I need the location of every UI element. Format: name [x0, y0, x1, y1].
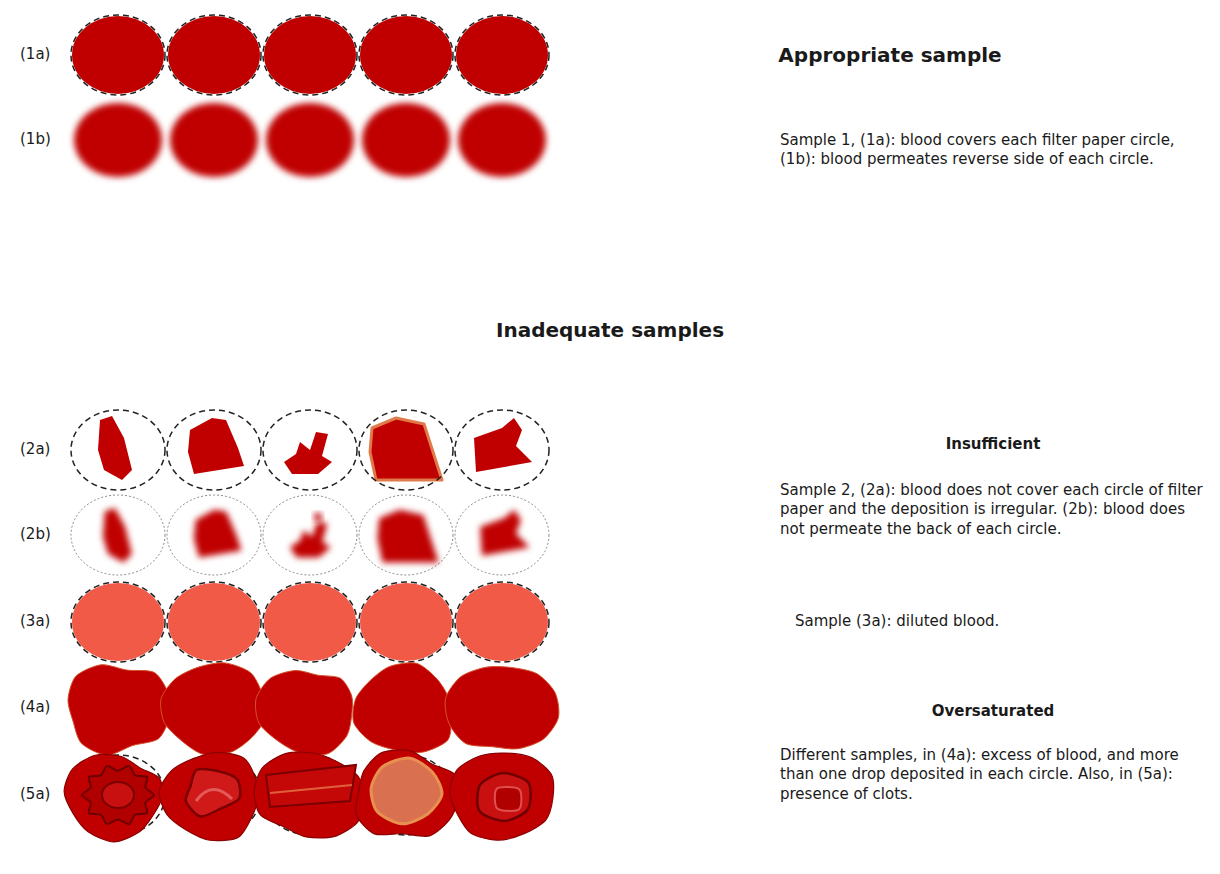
row-label: (2a) — [20, 440, 50, 460]
row-4a-spots — [68, 663, 559, 755]
blood-spot-reverse-irregular — [377, 510, 438, 563]
filter-circle-outline — [455, 582, 549, 662]
row-label: (5a) — [20, 785, 50, 805]
filter-circle-outline — [167, 410, 261, 490]
diluted-spot — [264, 583, 356, 661]
blood-speck — [314, 513, 322, 521]
blood-spot-irregular — [188, 418, 244, 474]
diluted-spot — [168, 583, 260, 661]
clot-inner — [495, 787, 522, 811]
blood-spot — [168, 16, 260, 94]
description-text: Different samples, in (4a): excess of bl… — [780, 746, 1205, 805]
filter-circle-outline — [263, 410, 357, 490]
filter-circle-outline — [455, 410, 549, 490]
blood-spot-irregular — [284, 432, 332, 474]
row-2b-spots — [71, 495, 549, 575]
blood-spot — [72, 16, 164, 94]
filter-circle-outline — [263, 15, 357, 95]
clot-ruffle — [82, 766, 154, 824]
blood-spot-reverse — [74, 103, 162, 177]
row-1a-spots — [71, 15, 549, 95]
blood-spot-reverse-irregular — [480, 510, 529, 556]
filter-circle-outline — [71, 582, 165, 662]
row-label: (4a) — [20, 698, 50, 718]
clot-highlight — [196, 789, 232, 801]
section-heading: Appropriate sample — [778, 42, 1001, 68]
diluted-spot — [72, 583, 164, 661]
description-text: Sample 1, (1a): blood covers each filter… — [780, 131, 1205, 170]
filter-circle-outline — [167, 15, 261, 95]
row-3a-spots — [71, 582, 549, 662]
filter-circle-outline — [359, 410, 453, 490]
diluted-spot — [360, 583, 452, 661]
row-label: (2b) — [20, 525, 51, 545]
filter-circle-outline — [71, 410, 165, 490]
blood-spot-reverse-irregular — [194, 510, 242, 558]
filter-circle-outline — [455, 15, 549, 95]
blood-spot-reverse — [266, 103, 354, 177]
filter-circle-outline — [71, 15, 165, 95]
clot-edge — [270, 785, 352, 793]
blood-spot-reverse-irregular — [290, 522, 331, 558]
blood-spot-irregular — [370, 418, 442, 480]
clot-layer — [266, 765, 356, 807]
clot-base — [254, 752, 366, 838]
group-heading: Insufficient — [946, 435, 1041, 455]
blood-spot — [264, 16, 356, 94]
clot-base — [159, 752, 258, 840]
filter-circle-outline — [263, 495, 357, 575]
filter-circle-outline — [359, 582, 453, 662]
description-text: Sample (3a): diluted blood. — [795, 612, 1205, 632]
filter-circle-outline — [359, 15, 453, 95]
clot-core — [102, 782, 134, 808]
blood-spot-irregular — [474, 418, 532, 472]
diluted-spot — [456, 583, 548, 661]
description-text: Sample 2, (2a): blood does not cover eac… — [780, 481, 1205, 540]
filter-circle-outline — [167, 495, 261, 575]
row-label: (1a) — [20, 45, 50, 65]
row-label: (1b) — [20, 130, 51, 150]
filter-circle-outline — [359, 495, 453, 575]
filter-circle-outline — [263, 582, 357, 662]
blood-spot — [456, 16, 548, 94]
row-1b-spots — [74, 103, 546, 177]
group-heading: Oversaturated — [932, 702, 1055, 722]
clot-base — [64, 754, 162, 841]
clot-base — [450, 753, 554, 840]
row-label: (3a) — [20, 612, 50, 632]
filter-circle-outline — [167, 582, 261, 662]
clot-block — [477, 773, 530, 821]
oversaturated-spot — [353, 663, 451, 753]
blood-spot-irregular — [98, 416, 132, 480]
oversaturated-spot — [255, 670, 352, 754]
blood-spot-reverse — [170, 103, 258, 177]
clot-fold — [186, 769, 241, 816]
filter-circle-outline — [71, 495, 165, 575]
oversaturated-spot — [445, 667, 559, 749]
clot-serum — [371, 758, 442, 824]
row-5a-spots — [64, 750, 553, 842]
blood-spot-reverse — [458, 103, 546, 177]
blood-spot-reverse-irregular — [103, 508, 132, 562]
blood-spot — [360, 16, 452, 94]
oversaturated-spot — [161, 663, 267, 755]
oversaturated-spot — [68, 665, 170, 756]
blood-spot-reverse — [362, 103, 450, 177]
section-heading: Inadequate samples — [496, 317, 724, 343]
filter-circle-outline — [455, 495, 549, 575]
row-2a-spots — [71, 410, 549, 490]
clot-base — [356, 750, 459, 837]
